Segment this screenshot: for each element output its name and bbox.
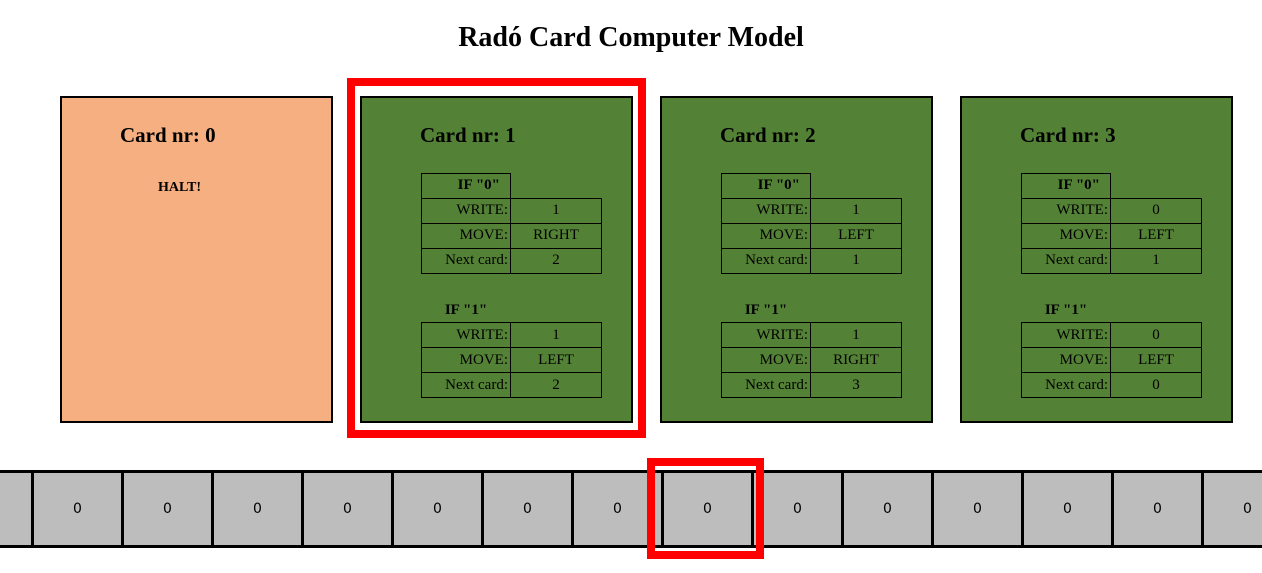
move-value: LEFT	[810, 222, 902, 249]
tape-cell: 0	[931, 473, 1021, 545]
tape-cell: 0	[481, 473, 571, 545]
write-value: 0	[1110, 322, 1202, 348]
next-card-label: Next card:	[1021, 247, 1111, 274]
tape-cell: 0	[1021, 473, 1111, 545]
write-value: 1	[510, 322, 602, 348]
rule-header: IF "1"	[1044, 301, 1088, 318]
next-card-label: Next card:	[421, 372, 511, 398]
rule-table-if0: IF "0" WRITE:1 MOVE:LEFT Next card:1	[721, 173, 902, 274]
write-label: WRITE:	[721, 197, 811, 224]
halt-label: HALT!	[158, 180, 202, 195]
tape-cell: 0	[301, 473, 391, 545]
next-card-value: 0	[1110, 372, 1202, 398]
next-card-label: Next card:	[1021, 372, 1111, 398]
head-highlight	[647, 458, 764, 559]
move-label: MOVE:	[721, 222, 811, 249]
next-card-label: Next card:	[421, 247, 511, 274]
move-value: LEFT	[1110, 347, 1202, 373]
move-value: RIGHT	[510, 222, 602, 249]
tape-cell: 0	[121, 473, 211, 545]
next-card-value: 3	[810, 372, 902, 398]
rule-table-if1: IF "1" WRITE:1 MOVE:RIGHT Next card:3	[721, 298, 902, 398]
tape-cell: 0	[751, 473, 841, 545]
move-label: MOVE:	[721, 347, 811, 373]
tape-cell: 0	[211, 473, 301, 545]
card-2: Card nr: 2 IF "0" WRITE:1 MOVE:LEFT Next…	[660, 96, 933, 423]
write-value: 0	[1110, 197, 1202, 224]
next-card-label: Next card:	[721, 372, 811, 398]
tape-cell	[0, 473, 31, 545]
rule-table-if0: IF "0" WRITE:1 MOVE:RIGHT Next card:2	[421, 173, 602, 274]
tape-cell: 0	[841, 473, 931, 545]
card-title: Card nr: 3	[1020, 123, 1116, 147]
rule-header: IF "0"	[721, 173, 811, 199]
rule-table-if1: IF "1" WRITE:0 MOVE:LEFT Next card:0	[1021, 298, 1202, 398]
card-title: Card nr: 1	[420, 123, 516, 147]
card-0: Card nr: 0 HALT!	[60, 96, 333, 423]
next-card-label: Next card:	[721, 247, 811, 274]
move-value: LEFT	[510, 347, 602, 373]
rule-header: IF "1"	[444, 301, 488, 318]
rule-table-if1: IF "1" WRITE:1 MOVE:LEFT Next card:2	[421, 298, 602, 398]
next-card-value: 2	[510, 372, 602, 398]
tape-cell: 0	[571, 473, 661, 545]
card-1: Card nr: 1 IF "0" WRITE:1 MOVE:RIGHT Nex…	[360, 96, 633, 423]
next-card-value: 2	[510, 247, 602, 274]
tape-cell: 0	[1111, 473, 1201, 545]
write-label: WRITE:	[1021, 322, 1111, 348]
tape-cell: 0	[391, 473, 481, 545]
card-title: Card nr: 0	[120, 123, 216, 147]
tape-cell: 0	[1201, 473, 1262, 545]
write-value: 1	[810, 197, 902, 224]
next-card-value: 1	[1110, 247, 1202, 274]
move-label: MOVE:	[1021, 222, 1111, 249]
write-value: 1	[810, 322, 902, 348]
rule-table-if0: IF "0" WRITE:0 MOVE:LEFT Next card:1	[1021, 173, 1202, 274]
move-value: RIGHT	[810, 347, 902, 373]
tape-cell: 0	[31, 473, 121, 545]
next-card-value: 1	[810, 247, 902, 274]
card-title: Card nr: 2	[720, 123, 816, 147]
rule-header: IF "0"	[1021, 173, 1111, 199]
write-label: WRITE:	[721, 322, 811, 348]
rule-header: IF "0"	[421, 173, 511, 199]
tape-cell-active: 0	[661, 473, 751, 545]
page-title: Radó Card Computer Model	[458, 22, 804, 53]
active-card-highlight	[347, 78, 646, 438]
card-3: Card nr: 3 IF "0" WRITE:0 MOVE:LEFT Next…	[960, 96, 1233, 423]
rule-header: IF "1"	[744, 301, 788, 318]
move-value: LEFT	[1110, 222, 1202, 249]
move-label: MOVE:	[1021, 347, 1111, 373]
write-label: WRITE:	[421, 322, 511, 348]
write-label: WRITE:	[1021, 197, 1111, 224]
